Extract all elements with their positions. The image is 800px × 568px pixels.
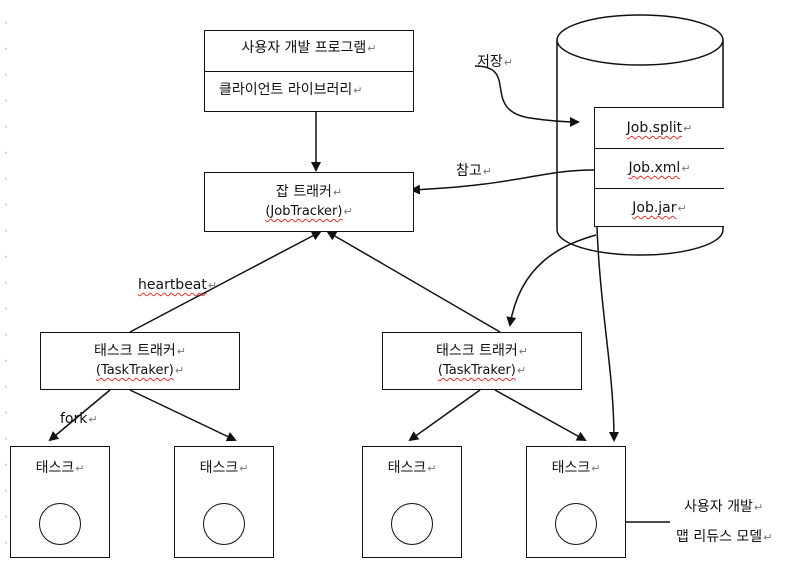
job-files-table: Job.split↵ Job.xml↵ Job.jar↵ [594,107,724,227]
file-job-split: Job.split↵ [626,120,693,136]
margin-paragraph-mark: ˎ [4,273,9,284]
margin-paragraph-mark: ˎ [4,65,9,76]
arrow-refer-to-jobtracker [410,169,595,195]
arrow-storage-to-tasktracker [506,234,597,327]
task-box-3: 태스크↵ [362,446,462,558]
task-label: 태스크↵ [35,460,85,476]
margin-paragraph-mark: ˎ [4,429,9,440]
task-tracker-name: 태스크 트래커↵ [436,343,528,359]
job-tracker-sub: (JobTracker)↵ [265,204,353,219]
margin-paragraph-mark: ˎ [4,195,9,206]
margin-paragraph-mark: ˎ [4,247,9,258]
margin-paragraph-mark: ˎ [4,325,9,336]
margin-paragraph-mark: ˎ [4,403,9,414]
task-circle [203,503,245,545]
margin-paragraph-mark: ˎ [4,481,9,492]
job-tracker-name: 잡 트래커↵ [275,184,343,200]
margin-paragraph-mark: ˎ [4,351,9,362]
task-box-1: 태스크↵ [10,446,110,558]
client-library-label: 클라이언트 라이브러리↵ [219,82,363,98]
task-circle [39,503,81,545]
task-circle [391,503,433,545]
margin-paragraph-mark: ˎ [4,117,9,128]
margin-paragraph-mark: ˎ [4,455,9,466]
job-tracker-box: 잡 트래커↵ (JobTracker)↵ [204,172,414,232]
task-circle [555,503,597,545]
task-tracker-box-left: 태스크 트래커↵ (TaskTraker)↵ [40,332,240,390]
arrow-fork-task3 [408,389,481,442]
task-label: 태스크↵ [199,460,249,476]
task-tracker-sub: (TaskTraker)↵ [437,363,527,378]
label-fork: fork↵ [60,411,98,427]
task-tracker-box-right: 태스크 트래커↵ (TaskTraker)↵ [382,332,582,390]
task-box-4: 태스크↵ [526,446,626,558]
user-model-line1: 사용자 개발↵ [684,499,764,515]
client-box: 사용자 개발 프로그램↵ 클라이언트 라이브러리↵ [204,30,414,112]
label-heartbeat: heartbeat↵ [138,277,218,293]
user-model-line2: 맵 리듀스 모델↵ [676,529,773,545]
arrow-fork-task2 [129,389,237,442]
task-box-2: 태스크↵ [174,446,274,558]
margin-paragraph-mark: ˎ [4,507,9,518]
file-job-xml: Job.xml↵ [628,160,691,176]
margin-paragraph-mark: ˎ [4,39,9,50]
file-job-jar: Job.jar↵ [632,200,687,216]
task-tracker-name: 태스크 트래커↵ [94,343,186,359]
label-refer: 참고↵ [456,163,492,179]
label-save: 저장↵ [477,54,513,70]
arrow-fork-task4 [494,389,587,441]
client-divider [205,71,413,72]
arrow-heartbeat-left [129,231,322,333]
task-tracker-sub: (TaskTraker)↵ [95,363,185,378]
task-label: 태스크↵ [387,460,437,476]
files-divider-1 [595,148,724,149]
arrow-save-to-storage [474,65,580,127]
files-divider-2 [595,188,724,189]
margin-paragraph-mark: ˎ [4,169,9,180]
margin-paragraph-mark: ˎ [4,13,9,24]
client-program-label: 사용자 개발 프로그램↵ [241,40,377,56]
margin-paragraph-mark: ˎ [4,533,9,544]
arrow-fork-task1 [48,389,111,442]
task-label: 태스크↵ [551,460,601,476]
margin-paragraph-mark: ˎ [4,143,9,154]
margin-paragraph-mark: ˎ [4,91,9,102]
arrow-heartbeat-right [326,230,501,333]
margin-paragraph-mark: ˎ [4,299,9,310]
margin-paragraph-mark: ˎ [4,377,9,388]
margin-paragraph-mark: ˎ [4,221,9,232]
